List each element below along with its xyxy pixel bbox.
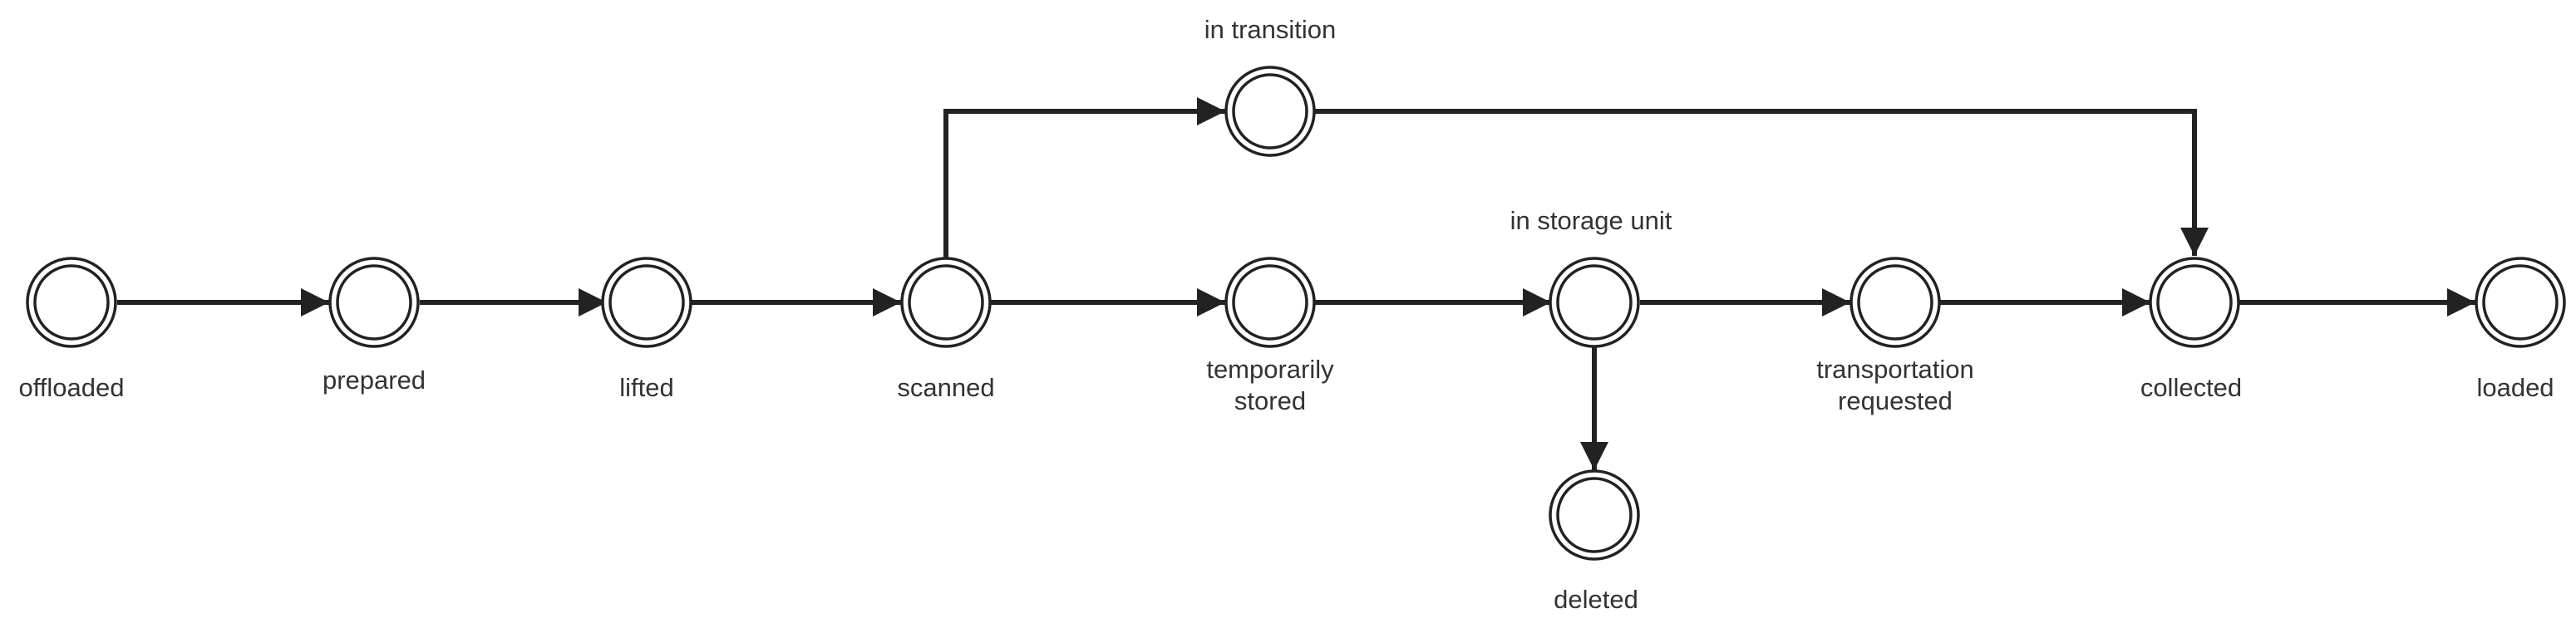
labels: offloaded prepared lifted scanned in tra… — [19, 15, 2554, 614]
label-transportation-requested-line2: requested — [1838, 386, 1953, 415]
nodes — [26, 66, 2566, 561]
state-node-lifted — [601, 257, 692, 348]
edges — [117, 97, 2475, 470]
state-node-loaded — [2475, 257, 2566, 348]
label-in-storage-unit: in storage unit — [1510, 206, 1672, 235]
state-node-offloaded — [26, 257, 117, 348]
state-node-transportation-requested — [1849, 257, 1941, 348]
edge-scanned-to-in-transition — [943, 97, 1225, 258]
state-node-deleted — [1549, 469, 1640, 561]
state-node-prepared — [328, 257, 420, 348]
state-node-in-storage-unit — [1549, 257, 1640, 348]
label-prepared: prepared — [323, 366, 426, 395]
label-temporarily-stored-line1: temporarily — [1206, 355, 1334, 384]
state-node-temporarily-stored — [1224, 257, 1316, 348]
label-collected: collected — [2140, 373, 2242, 402]
label-deleted: deleted — [1554, 585, 1638, 614]
state-node-collected — [2149, 257, 2240, 348]
state-node-scanned — [900, 257, 992, 348]
label-offloaded: offloaded — [19, 373, 125, 402]
edge-in-transition-to-collected — [1314, 109, 2209, 256]
label-in-transition: in transition — [1204, 15, 1337, 44]
label-temporarily-stored-line2: stored — [1234, 386, 1306, 415]
label-loaded: loaded — [2476, 373, 2554, 402]
label-scanned: scanned — [897, 373, 994, 402]
state-node-in-transition — [1224, 66, 1316, 157]
label-transportation-requested-line1: transportation — [1816, 355, 1974, 384]
label-lifted: lifted — [619, 373, 673, 402]
